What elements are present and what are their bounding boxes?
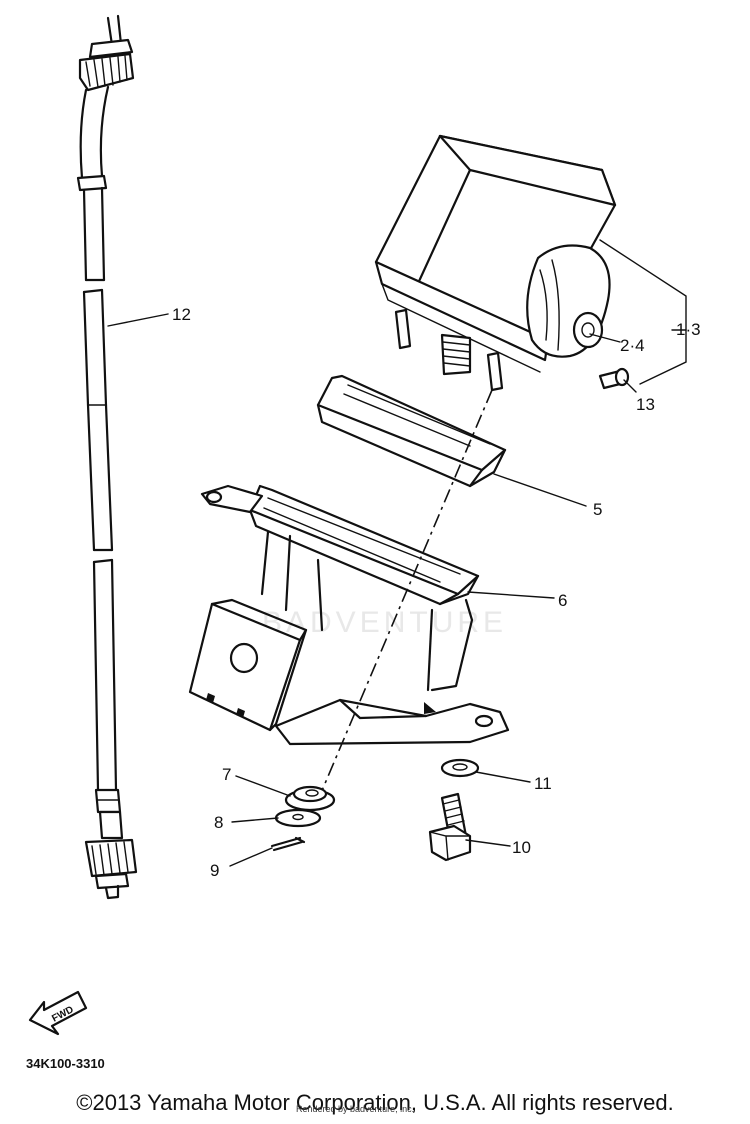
- callout-7: 7: [222, 765, 231, 784]
- bolt-and-washer: [428, 758, 480, 862]
- grommet-washer-pin: [270, 785, 336, 852]
- copyright-notice: ©2013 Yamaha Motor Corporation, U.S.A. A…: [76, 1090, 674, 1115]
- callout-12: 12: [172, 305, 191, 324]
- callout-10: 10: [512, 838, 531, 857]
- assembly-centerline: [317, 389, 493, 801]
- callout-13: 13: [636, 395, 655, 414]
- leader-lines: [107, 239, 687, 867]
- diagram-watermark: BADVENTURE: [262, 606, 507, 639]
- part-code: 34K100-3310: [26, 1056, 105, 1071]
- callout-9: 9: [210, 861, 219, 880]
- callout-1-3: 1·3: [676, 320, 701, 339]
- meter-bracket: [188, 484, 510, 746]
- callout-11: 11: [534, 774, 552, 793]
- fwd-arrow-icon: FWD: [28, 990, 88, 1036]
- meter-cushion: [316, 374, 507, 488]
- callout-2-4: 2·4: [620, 336, 645, 355]
- callout-8: 8: [214, 813, 223, 832]
- speedometer-cable: [76, 14, 138, 900]
- callout-5: 5: [593, 500, 602, 519]
- callout-6: 6: [558, 591, 567, 610]
- rendered-by-watermark: Rendered by badventure, inc.: [296, 1104, 415, 1114]
- meter-housing: [374, 134, 630, 392]
